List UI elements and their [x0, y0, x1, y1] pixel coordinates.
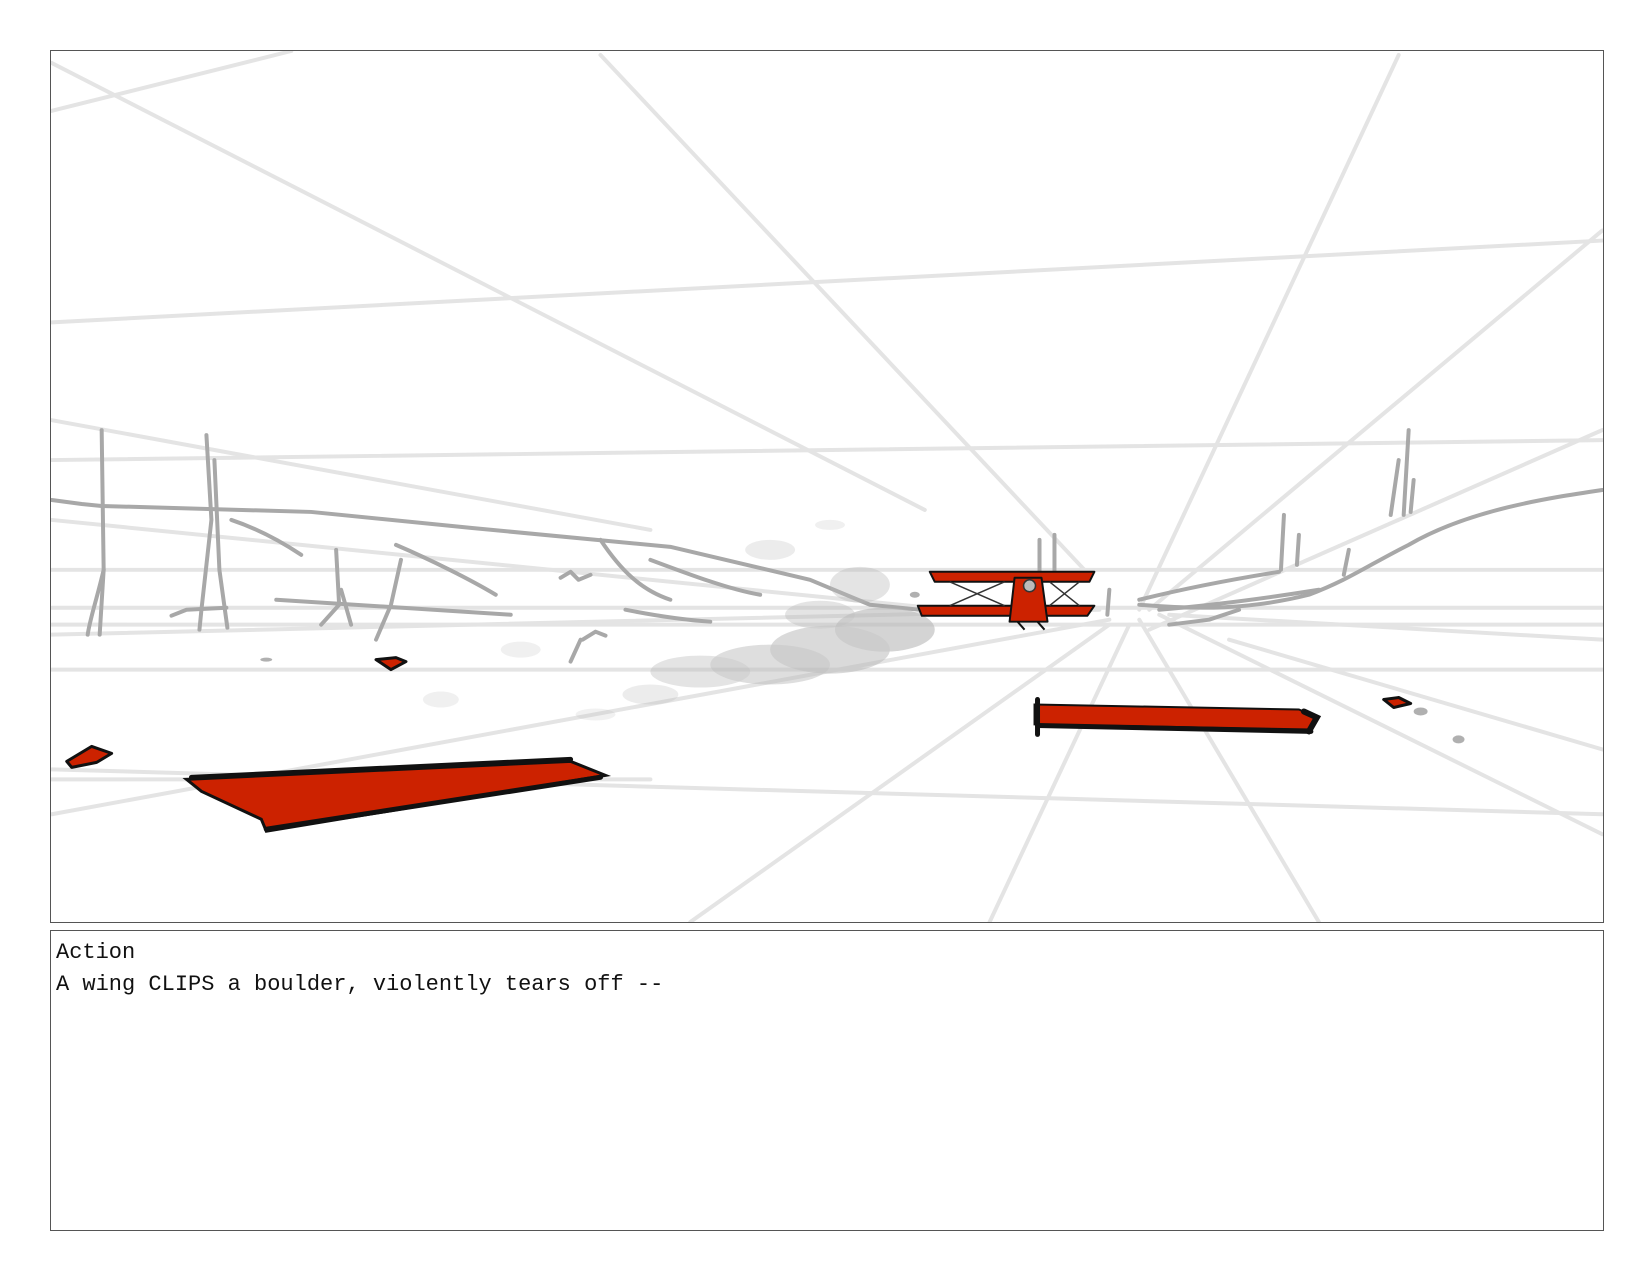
dead-tree-trunk: [212, 458, 230, 630]
dead-tree-trunk: [1388, 458, 1401, 517]
rock-outline: [1137, 569, 1281, 602]
storyboard-panel: [50, 50, 1604, 923]
guide-line: [1147, 428, 1603, 632]
wing-strut: [1049, 581, 1080, 607]
guide-line: [51, 51, 294, 113]
guide-line: [1147, 228, 1603, 612]
dead-tree-trunk: [1341, 547, 1351, 577]
action-notes-box[interactable]: Action A wing CLIPS a boulder, violently…: [50, 930, 1604, 1231]
rock-outline: [1157, 587, 1321, 612]
dead-tree-trunk: [85, 567, 106, 637]
rock-outline: [1167, 607, 1242, 627]
dead-tree-trunk: [374, 557, 403, 642]
wing-strut: [949, 581, 1005, 607]
guide-line: [598, 52, 1087, 572]
panel-drawing: [51, 51, 1603, 922]
notes-action-text: A wing CLIPS a boulder, violently tears …: [56, 972, 664, 997]
rock-outline: [580, 629, 608, 642]
biplane: [916, 570, 1096, 631]
guide-line: [987, 622, 1132, 922]
left-ridge-line: [51, 497, 922, 612]
guide-line: [688, 622, 1112, 922]
guide-line: [1137, 52, 1401, 612]
guide-line: [1137, 617, 1321, 922]
landing-gear: [1016, 621, 1046, 631]
rock-outline: [568, 637, 583, 664]
upper-wing: [928, 570, 1096, 583]
debris-fragment: [374, 656, 408, 672]
smoke-trail: [422, 519, 935, 721]
branch-line: [229, 517, 304, 557]
branch-line: [339, 587, 354, 627]
debris-fragment: [1382, 696, 1413, 709]
guide-line: [1227, 637, 1603, 752]
rock-outline: [623, 607, 713, 624]
wing-debris-right: [1033, 697, 1322, 737]
small-rocks: [260, 591, 1465, 744]
rock-outline: [598, 537, 673, 602]
lower-wing: [916, 604, 1096, 617]
dead-tree-trunk: [1294, 532, 1301, 567]
small-debris: [65, 656, 1413, 769]
dead-tree-trunk: [319, 547, 342, 627]
dead-tree-trunk: [197, 433, 214, 632]
canyon-sketch: [51, 428, 1603, 664]
notes-label: Action: [56, 940, 136, 965]
dead-tree-trunk: [1278, 512, 1286, 572]
rock-fragment: [909, 591, 920, 598]
rock-outline: [648, 557, 763, 597]
guide-line: [51, 418, 653, 532]
debris-fragment: [65, 744, 114, 769]
rock-outline: [169, 605, 229, 618]
dead-tree-trunk: [1401, 428, 1411, 517]
fuselage: [1008, 576, 1049, 623]
wing-debris-left: [182, 756, 612, 833]
dead-tree-trunk: [97, 428, 106, 637]
right-ridge-line: [1137, 487, 1603, 610]
guide-line: [51, 238, 1603, 325]
guide-line: [51, 60, 927, 512]
guide-line: [51, 438, 1603, 463]
guide-line: [1167, 612, 1603, 642]
guide-line: [1157, 612, 1603, 837]
rock-outline: [393, 542, 498, 597]
rock-fragment: [260, 657, 273, 662]
dead-tree-trunk: [1105, 587, 1112, 617]
pilot: [1022, 579, 1037, 593]
rock-fragment: [1413, 707, 1428, 716]
guide-line: [51, 517, 952, 612]
dead-tree-trunk: [1408, 478, 1416, 514]
rock-fragment: [1452, 735, 1465, 744]
rock-outline: [274, 597, 513, 617]
rock-outline: [558, 569, 593, 582]
